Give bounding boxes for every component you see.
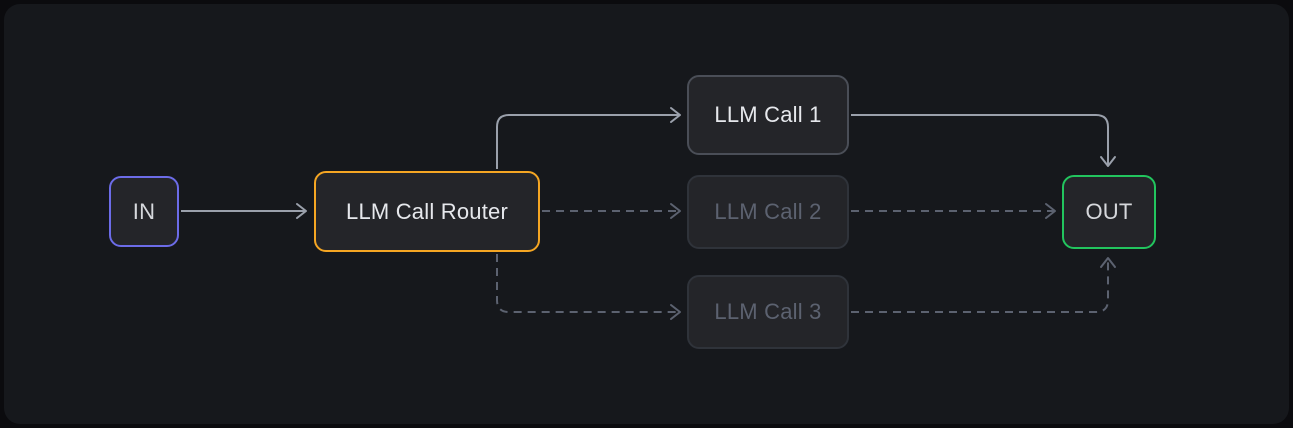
node-input[interactable]: IN [109,176,179,247]
node-llm-call-2[interactable]: LLM Call 2 [687,175,849,249]
node-llm-call-router-label: LLM Call Router [346,198,508,224]
node-input-label: IN [132,198,156,224]
node-llm-call-1-label: LLM Call 1 [714,102,822,127]
node-llm-call-3[interactable]: LLM Call 3 [687,275,849,349]
node-llm-call-1[interactable]: LLM Call 1 [687,75,849,155]
node-output[interactable]: OUT [1062,175,1156,249]
node-llm-call-router[interactable]: LLM Call Router [314,171,540,252]
node-output-label: OUT [1085,199,1133,224]
node-llm-call-3-label: LLM Call 3 [714,299,822,324]
node-llm-call-2-label: LLM Call 2 [714,199,822,224]
